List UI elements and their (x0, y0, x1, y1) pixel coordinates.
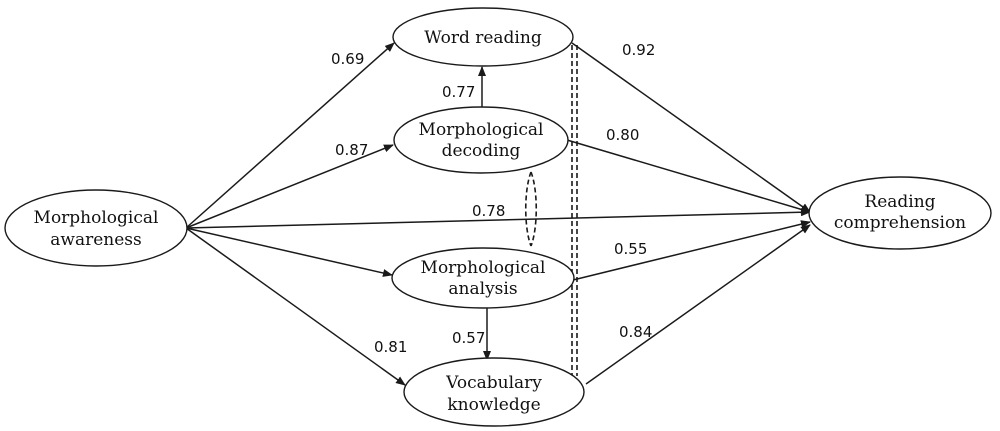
edge-label-awareness-to-vocabulary: 0.81 (374, 338, 407, 356)
edge-awareness-to-word-reading (185, 42, 395, 229)
node-morphological-decoding-shape (393, 106, 569, 174)
node-morphological-decoding-label-1: Morphological (419, 120, 544, 140)
node-morphological-awareness-shape (4, 189, 188, 267)
node-reading-comprehension-shape (808, 176, 992, 250)
node-word-reading-label: Word reading (424, 28, 542, 48)
node-vocabulary-knowledge-shape (403, 357, 585, 427)
node-morphological-awareness-label-2: awareness (50, 230, 141, 250)
edge-label-word-reading-to-comprehension: 0.92 (622, 41, 655, 59)
edge-decoding-to-comprehension (566, 139, 811, 214)
edge-label-awareness-to-word-reading: 0.69 (331, 50, 364, 68)
node-word-reading: Word reading (392, 7, 574, 67)
edge-word-reading-to-comprehension (571, 42, 811, 213)
node-morphological-awareness-label-1: Morphological (34, 208, 159, 228)
edge-awareness-to-comprehension (185, 208, 811, 229)
node-reading-comprehension: Reading comprehension (808, 176, 992, 250)
node-morphological-decoding: Morphological decoding (393, 106, 569, 174)
edge-awareness-to-vocabulary (185, 227, 406, 386)
node-morphological-analysis-label-2: analysis (448, 279, 517, 299)
edge-label-analysis-to-comprehension: 0.55 (614, 240, 647, 258)
edge-awareness-to-analysis (185, 227, 393, 277)
node-morphological-awareness: Morphological awareness (4, 189, 188, 267)
edge-label-awareness-to-decoding: 0.87 (335, 141, 368, 159)
edge-label-analysis-to-vocabulary: 0.57 (452, 329, 485, 347)
edge-vocabulary-to-comprehension (585, 224, 811, 385)
correlation-decoding-analysis-inner (530, 171, 537, 247)
node-reading-comprehension-label-2: comprehension (834, 213, 966, 233)
node-reading-comprehension-label-1: Reading (864, 192, 935, 212)
node-vocabulary-knowledge-label-2: knowledge (447, 395, 540, 415)
edge-label-vocabulary-to-comprehension: 0.84 (619, 323, 652, 341)
node-morphological-analysis: Morphological analysis (391, 247, 575, 309)
node-vocabulary-knowledge: Vocabulary knowledge (403, 357, 585, 427)
node-morphological-analysis-shape (391, 247, 575, 309)
edge-analysis-to-comprehension (572, 220, 811, 281)
correlation-decoding-analysis (525, 171, 532, 247)
node-vocabulary-knowledge-label-1: Vocabulary (445, 373, 542, 393)
node-morphological-decoding-label-2: decoding (442, 141, 521, 161)
edge-awareness-to-decoding (185, 144, 394, 229)
edge-label-decoding-to-comprehension: 0.80 (606, 126, 639, 144)
edge-label-decoding-to-word-reading: 0.77 (442, 83, 475, 101)
node-word-reading-shape (392, 7, 574, 67)
node-morphological-analysis-label-1: Morphological (421, 258, 546, 278)
edge-label-awareness-to-comprehension: 0.78 (472, 202, 505, 220)
